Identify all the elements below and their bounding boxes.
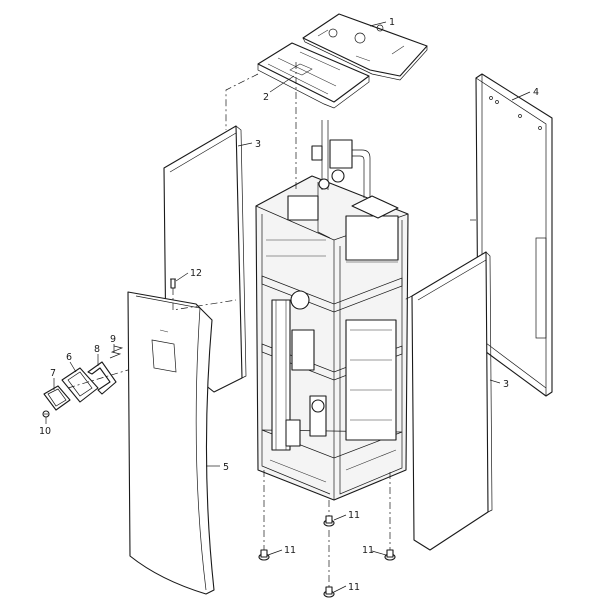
callout-1: 1 [389, 17, 395, 28]
fixing-screw-12 [170, 278, 176, 289]
spring-clip [109, 345, 124, 359]
assembly-lines [67, 62, 476, 587]
rear-panel [475, 73, 553, 397]
foot-center-top [323, 515, 335, 527]
foot-right [384, 549, 396, 561]
front-door [127, 291, 215, 595]
callout-10: 10 [39, 426, 51, 437]
adjustable-feet [258, 515, 396, 598]
main-unit-chassis [255, 120, 409, 501]
callout-6: 6 [66, 352, 72, 363]
leader-lines [45, 21, 531, 593]
callout-5: 5 [223, 462, 229, 473]
callout-11-b: 11 [348, 510, 360, 521]
callouts: 1 2 3 4 3 5 6 7 8 9 10 12 11 11 11 11 [39, 17, 539, 593]
callout-12: 12 [190, 268, 202, 279]
callout-3-left: 3 [255, 139, 261, 150]
side-panel-right [411, 251, 493, 551]
bracket [87, 361, 117, 395]
display-frame [61, 367, 99, 403]
top-inner-panel [257, 42, 370, 109]
callout-2: 2 [263, 92, 269, 103]
callout-11-c: 11 [362, 545, 374, 556]
callout-11-d: 11 [348, 582, 360, 593]
callout-8: 8 [94, 344, 100, 355]
screw-10 [42, 410, 50, 418]
display-panel [43, 385, 71, 411]
foot-center-bottom [323, 586, 335, 598]
foot-left [258, 549, 270, 561]
callout-7: 7 [50, 368, 56, 379]
callout-3-right: 3 [503, 379, 509, 390]
callout-11-a: 11 [284, 545, 296, 556]
top-cover [302, 13, 428, 81]
callout-9: 9 [110, 334, 116, 345]
callout-4: 4 [533, 87, 539, 98]
